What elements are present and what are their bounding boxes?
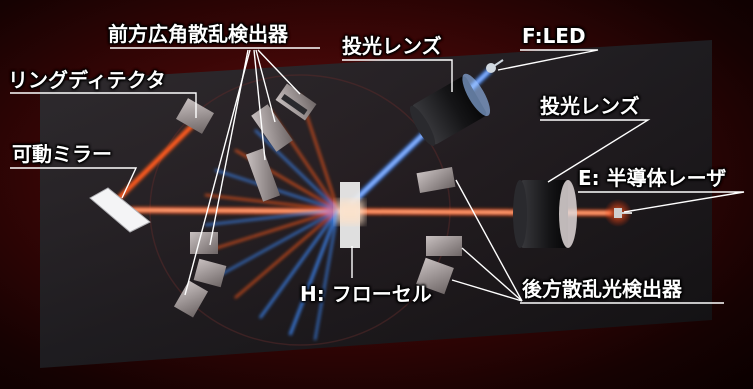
label-flow-cell: H: フローセル bbox=[300, 282, 432, 306]
leader-front-2 bbox=[184, 49, 251, 296]
label-projection-lens-laser: 投光レンズ bbox=[540, 94, 640, 118]
label-movable-mirror: 可動ミラー bbox=[12, 142, 112, 166]
back-detectors bbox=[416, 167, 462, 295]
leader-lens-laser bbox=[540, 119, 651, 183]
ring-detector-body bbox=[176, 98, 214, 134]
flow-cell-glow bbox=[336, 200, 364, 224]
leader-front-3 bbox=[253, 49, 266, 161]
leader-led-source bbox=[497, 49, 599, 71]
leader-front-5 bbox=[257, 49, 301, 95]
leader-back-2 bbox=[461, 247, 523, 302]
leader-laser-source bbox=[578, 191, 745, 213]
front-detector-array-upper bbox=[245, 83, 317, 202]
label-back-detectors: 後方散乱光検出器 bbox=[522, 277, 682, 301]
projection-lens-laser bbox=[513, 180, 577, 248]
leader-movable-mirror bbox=[10, 167, 138, 199]
label-ring-detector: リングディテクタ bbox=[8, 68, 166, 92]
leader-lines bbox=[10, 47, 745, 304]
leader-front-4 bbox=[255, 49, 276, 123]
label-projection-lens-led: 投光レンズ bbox=[342, 34, 442, 58]
led-source bbox=[486, 59, 504, 73]
label-led-source: F:LED bbox=[522, 24, 586, 48]
movable-mirror bbox=[89, 187, 151, 233]
label-front-detectors: 前方広角散乱検出器 bbox=[108, 22, 288, 46]
projection-lens-led bbox=[409, 73, 491, 147]
label-laser-source: E: 半導体レーザ bbox=[578, 166, 727, 190]
laser-source bbox=[614, 208, 632, 218]
leader-lens-led bbox=[342, 59, 453, 92]
leader-back-1 bbox=[455, 179, 523, 302]
leader-back-3 bbox=[451, 279, 523, 302]
leader-ring-detector bbox=[10, 92, 197, 118]
